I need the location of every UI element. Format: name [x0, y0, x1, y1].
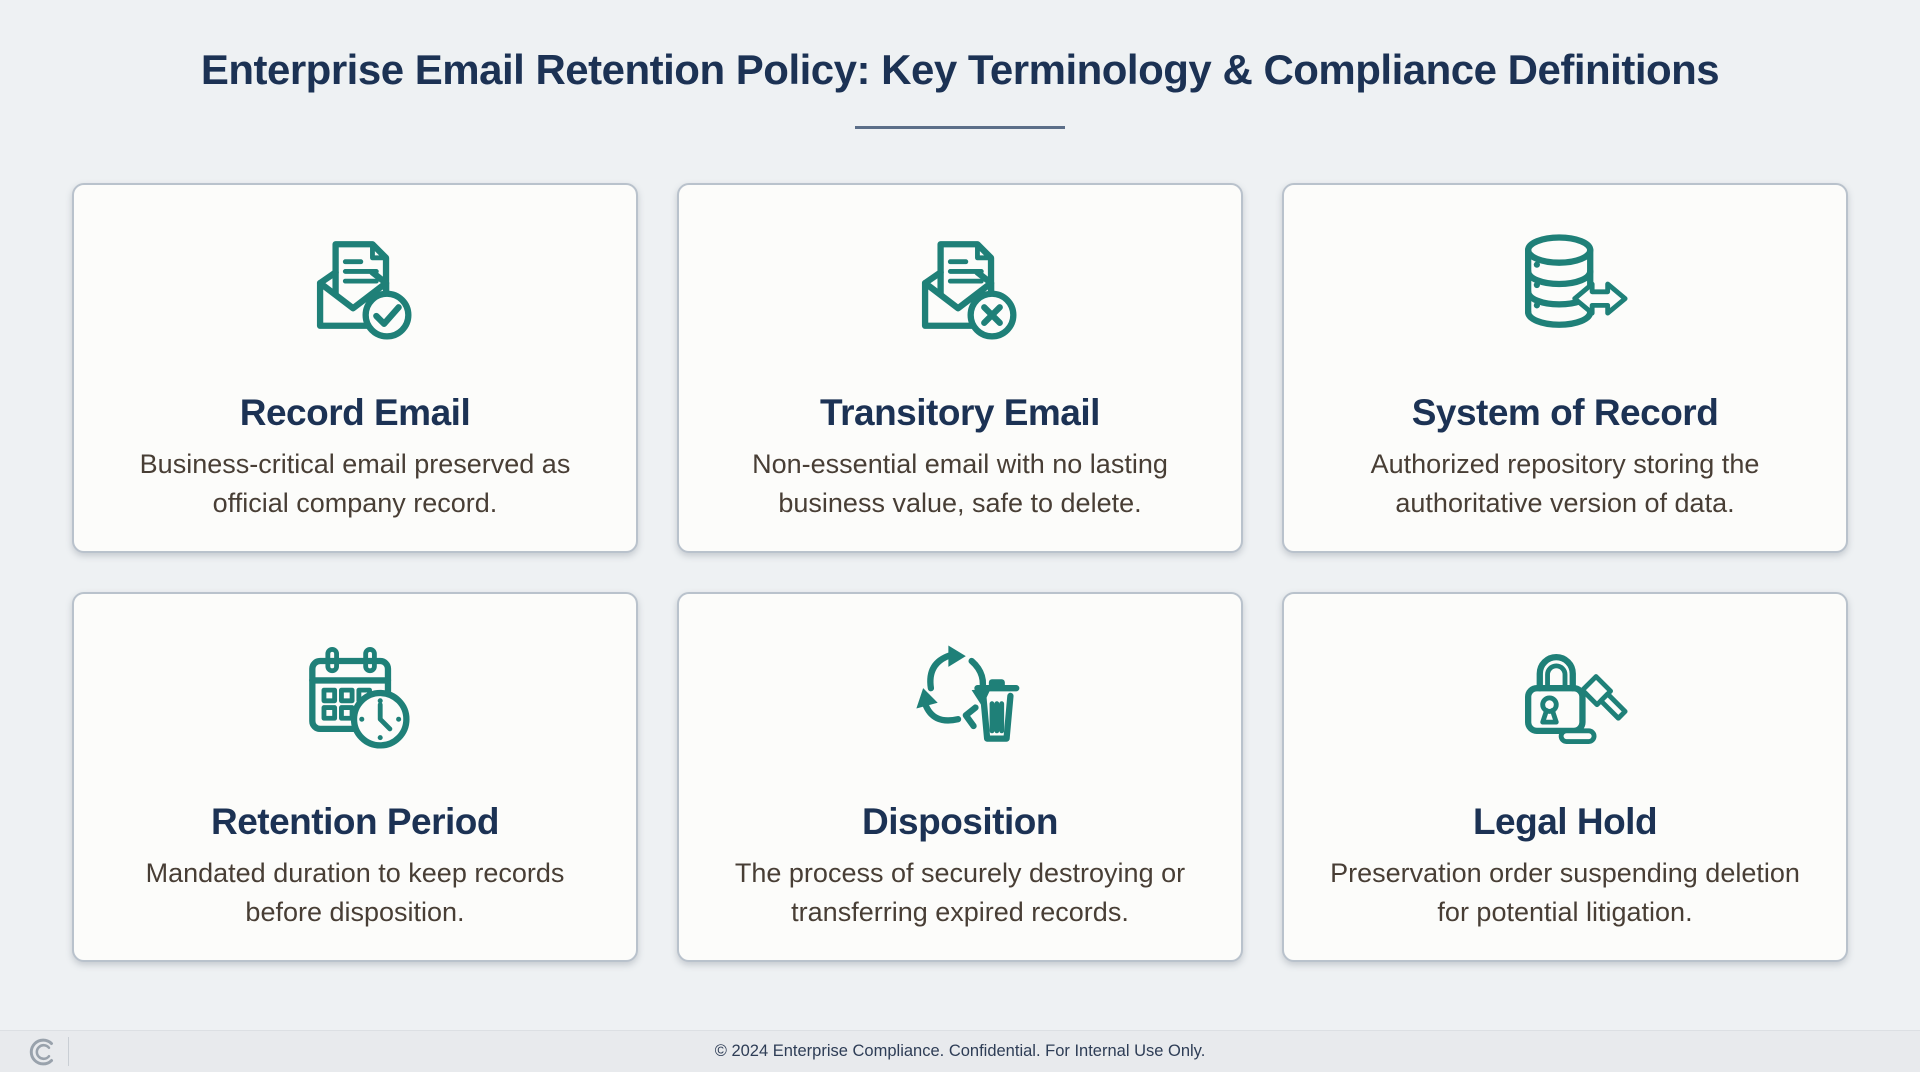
card-record-email: Record Email Business-critical email pre… — [72, 183, 638, 553]
legal-hold-icon — [1501, 628, 1629, 760]
record-email-icon — [291, 219, 419, 351]
card-transitory-email: Transitory Email Non-essential email wit… — [677, 183, 1243, 553]
title-divider — [855, 126, 1065, 129]
card-title: System of Record — [1411, 392, 1719, 433]
page-title: Enterprise Email Retention Policy: Key T… — [200, 46, 1720, 93]
transitory-email-icon — [896, 219, 1024, 351]
footer: © 2024 Enterprise Compliance. Confidenti… — [0, 1030, 1920, 1072]
card-description: Non-essential email with no lasting busi… — [752, 449, 1168, 519]
system-of-record-icon — [1501, 219, 1629, 351]
card-title: Legal Hold — [1472, 801, 1658, 842]
card-title: Record Email — [239, 392, 471, 433]
card-title: Disposition — [862, 801, 1058, 842]
page-header: Enterprise Email Retention Policy: Key T… — [0, 0, 1920, 129]
card-description: Preservation order suspending deletion f… — [1330, 858, 1800, 928]
card-description: Mandated duration to keep records before… — [145, 858, 565, 928]
card-title: Retention Period — [210, 801, 500, 842]
disposition-icon — [896, 628, 1024, 760]
card-description: Business-critical email preserved as off… — [139, 449, 571, 519]
card-description: Authorized repository storing the author… — [1370, 449, 1760, 519]
definitions-grid: Record Email Business-critical email pre… — [72, 183, 1848, 962]
compliance-logo-icon — [26, 1035, 60, 1069]
card-description: The process of securely destroying or tr… — [734, 858, 1186, 928]
footer-copyright: © 2024 Enterprise Compliance. Confidenti… — [714, 1042, 1206, 1060]
card-disposition: Disposition The process of securely dest… — [677, 592, 1243, 962]
card-system-of-record: System of Record Authorized repository s… — [1282, 183, 1848, 553]
card-retention-period: Retention Period Mandated duration to ke… — [72, 592, 638, 962]
card-legal-hold: Legal Hold Preservation order suspending… — [1282, 592, 1848, 962]
retention-period-icon — [291, 628, 419, 760]
card-title: Transitory Email — [820, 392, 1100, 433]
footer-divider — [68, 1037, 69, 1066]
